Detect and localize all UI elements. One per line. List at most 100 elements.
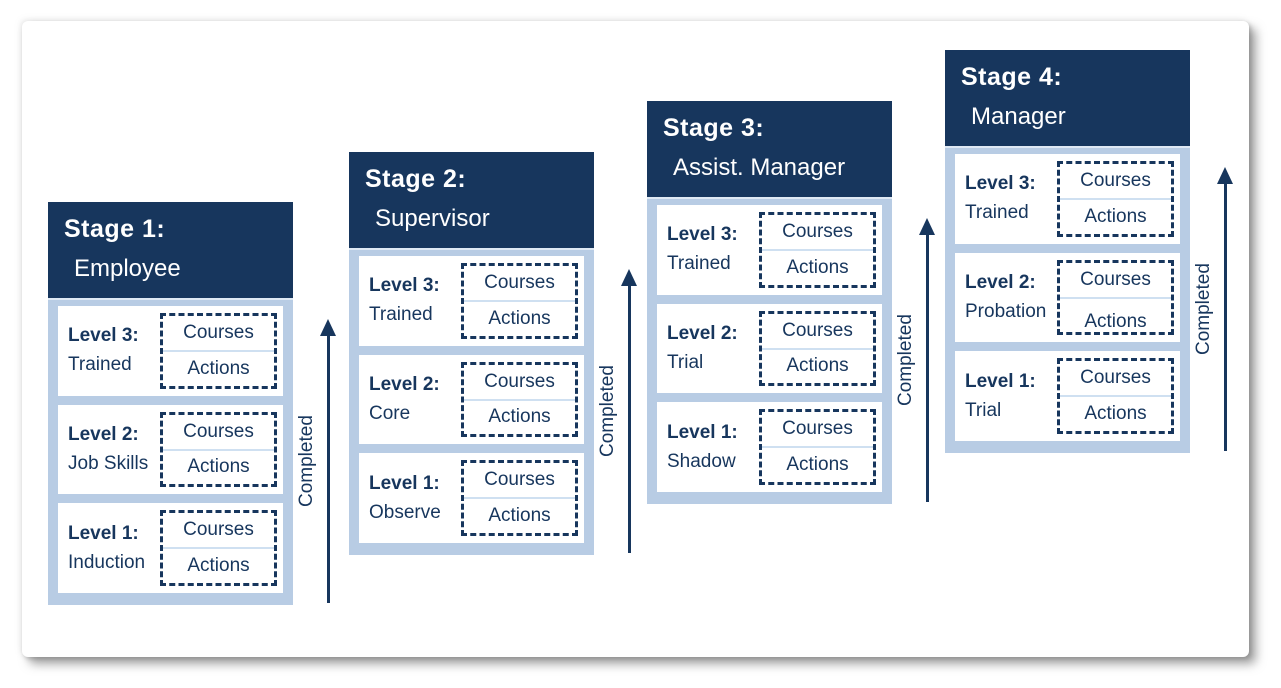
level-label: Level 1:	[68, 522, 139, 544]
courses-actions-box: Courses Actions	[1057, 259, 1174, 336]
level-info: Level 1: Induction	[68, 509, 160, 587]
level-info: Level 2: Core	[369, 361, 461, 439]
arrow-head	[320, 319, 336, 336]
courses-cell: Courses	[163, 316, 274, 352]
level-info: Level 2: Trial	[667, 310, 759, 388]
stage-3-panel: Stage 3: Assist. Manager Level 3: Traine…	[647, 101, 935, 504]
level-name: Trained	[68, 354, 132, 376]
stage-4-header: Stage 4: Manager	[945, 50, 1190, 148]
level-label: Level 3:	[369, 275, 440, 297]
actions-label: Actions	[1084, 311, 1147, 333]
courses-actions-box: Courses Actions	[1057, 161, 1174, 237]
courses-actions-box: Courses Actions	[759, 212, 876, 288]
level-row: Level 2: Trial Courses Actions	[657, 303, 882, 394]
courses-label: Courses	[1080, 367, 1151, 389]
arrow-shaft	[925, 235, 929, 502]
level-row: Level 3: Trained Courses Actions	[955, 154, 1180, 244]
level-row: Level 2: Probation Courses Actions	[955, 252, 1180, 343]
courses-cell: Courses	[163, 513, 274, 550]
stage-2-body: Level 3: Trained Courses Actions Level 2…	[349, 250, 594, 555]
courses-actions-box: Courses Actions	[759, 310, 876, 387]
courses-label: Courses	[183, 420, 254, 442]
level-info: Level 1: Trial	[965, 357, 1057, 435]
courses-actions-box: Courses Actions	[461, 263, 578, 339]
stage-role: Assist. Manager	[673, 154, 846, 181]
level-info: Level 2: Probation	[965, 259, 1057, 337]
actions-label: Actions	[786, 256, 849, 278]
courses-cell: Courses	[163, 415, 274, 451]
courses-cell: Courses	[762, 412, 873, 449]
stage-role: Manager	[971, 103, 1066, 130]
completed-indicator: Completed	[894, 218, 940, 502]
arrow-head	[919, 218, 935, 235]
level-info: Level 1: Observe	[369, 459, 461, 537]
courses-cell: Courses	[464, 463, 575, 500]
stage-title: Stage 4:	[961, 63, 1063, 91]
courses-cell: Courses	[464, 266, 575, 302]
actions-cell: Actions	[1060, 397, 1171, 431]
courses-cell: Courses	[464, 365, 575, 401]
actions-cell: Actions	[163, 352, 274, 386]
level-info: Level 3: Trained	[965, 160, 1057, 238]
stage-3-header: Stage 3: Assist. Manager	[647, 101, 892, 199]
level-label: Level 1:	[667, 421, 738, 443]
level-name: Shadow	[667, 450, 736, 472]
courses-cell: Courses	[762, 215, 873, 251]
stage-4-panel: Stage 4: Manager Level 3: Trained Course…	[945, 50, 1233, 453]
arrow-shaft	[1223, 184, 1227, 451]
level-info: Level 3: Trained	[667, 211, 759, 289]
courses-label: Courses	[183, 519, 254, 541]
completed-label: Completed	[1193, 263, 1214, 355]
level-info: Level 2: Job Skills	[68, 411, 160, 489]
courses-cell: Courses	[1060, 361, 1171, 398]
level-row: Level 3: Trained Courses Actions	[58, 306, 283, 396]
level-name: Trained	[667, 253, 731, 275]
level-label: Level 2:	[369, 374, 440, 395]
courses-actions-box: Courses Actions	[759, 409, 876, 486]
completed-indicator: Completed	[596, 269, 642, 553]
level-row: Level 3: Trained Courses Actions	[359, 256, 584, 346]
arrow-shaft	[326, 336, 330, 603]
level-info: Level 1: Shadow	[667, 408, 759, 486]
level-label: Level 2:	[68, 424, 139, 445]
actions-label: Actions	[488, 307, 551, 329]
courses-label: Courses	[782, 319, 853, 341]
stage-role: Supervisor	[375, 205, 490, 232]
actions-cell: Actions	[762, 251, 873, 285]
courses-label: Courses	[782, 220, 853, 242]
stage-1-header: Stage 1: Employee	[48, 202, 293, 300]
level-row: Level 1: Shadow Courses Actions	[657, 402, 882, 493]
actions-cell: Actions	[464, 401, 575, 435]
level-row: Level 1: Observe Courses Actions	[359, 453, 584, 544]
completed-label: Completed	[296, 415, 317, 507]
courses-label: Courses	[1080, 268, 1151, 290]
stage-3-body: Level 3: Trained Courses Actions Level 2…	[647, 199, 892, 504]
level-label: Level 3:	[965, 173, 1036, 195]
actions-cell: Actions	[464, 499, 575, 533]
courses-label: Courses	[484, 370, 555, 392]
stage-4-body: Level 3: Trained Courses Actions Level 2…	[945, 148, 1190, 453]
level-label: Level 1:	[369, 472, 440, 494]
up-arrow-icon	[918, 218, 936, 502]
actions-label: Actions	[488, 505, 551, 527]
courses-actions-box: Courses Actions	[160, 313, 277, 389]
level-name: Trained	[369, 304, 433, 326]
stage-title: Stage 3:	[663, 114, 765, 142]
level-row: Level 3: Trained Courses Actions	[657, 205, 882, 295]
level-row: Level 1: Induction Courses Actions	[58, 503, 283, 594]
actions-label: Actions	[1084, 205, 1147, 227]
actions-label: Actions	[187, 357, 250, 379]
courses-actions-box: Courses Actions	[160, 510, 277, 587]
arrow-head	[1217, 167, 1233, 184]
level-label: Level 3:	[667, 224, 738, 246]
level-name: Observe	[369, 501, 441, 523]
level-label: Level 1:	[965, 370, 1036, 392]
stage-role: Employee	[74, 255, 181, 282]
courses-cell: Courses	[1060, 164, 1171, 200]
up-arrow-icon	[620, 269, 638, 553]
courses-label: Courses	[1080, 169, 1151, 191]
actions-cell: Actions	[1060, 299, 1171, 333]
actions-label: Actions	[187, 555, 250, 577]
actions-cell: Actions	[1060, 200, 1171, 234]
level-name: Induction	[68, 551, 146, 573]
